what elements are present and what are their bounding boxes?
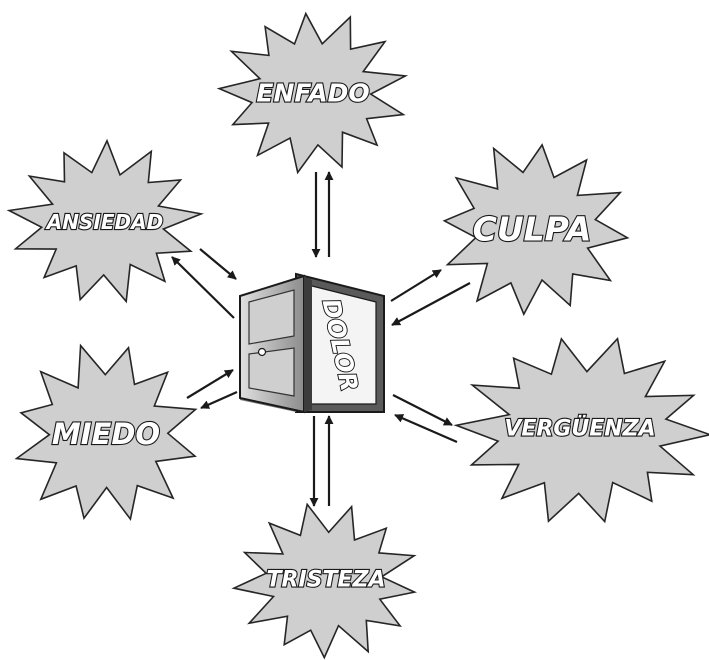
- arrow-ansiedad-to-door: [200, 249, 236, 279]
- door-knob: [259, 349, 266, 356]
- label-tristeza: TRISTEZA: [267, 568, 386, 593]
- arrow-culpa-to-door: [392, 283, 470, 325]
- arrow-miedo-to-door: [187, 370, 233, 398]
- arrow-door-to-miedo: [201, 392, 237, 408]
- arrow-door-to-verguenza: [393, 395, 452, 425]
- label-verguenza: VERGÜENZA: [504, 416, 655, 442]
- arrow-door-to-ansiedad: [172, 257, 234, 318]
- emotion-miedo: MIEDO: [17, 346, 196, 519]
- door-panel-inset-bottom: [249, 348, 294, 396]
- open-door-icon: [240, 274, 384, 412]
- label-miedo: MIEDO: [52, 417, 160, 451]
- door-hinge-edge: [304, 276, 312, 412]
- emotion-verguenza: VERGÜENZA: [456, 339, 709, 522]
- door-center: DOLOR: [240, 274, 384, 412]
- arrow-door-to-culpa: [391, 270, 441, 301]
- label-enfado: ENFADO: [256, 79, 369, 108]
- label-culpa: CULPA: [473, 210, 592, 249]
- emotion-ansiedad: ANSIEDAD: [9, 141, 201, 302]
- emotion-tristeza: TRISTEZA: [234, 504, 415, 657]
- emotion-culpa: CULPA: [444, 145, 627, 314]
- arrow-verguenza-to-door: [395, 415, 457, 442]
- emotion-enfado: ENFADO: [219, 14, 405, 173]
- label-ansiedad: ANSIEDAD: [45, 210, 163, 234]
